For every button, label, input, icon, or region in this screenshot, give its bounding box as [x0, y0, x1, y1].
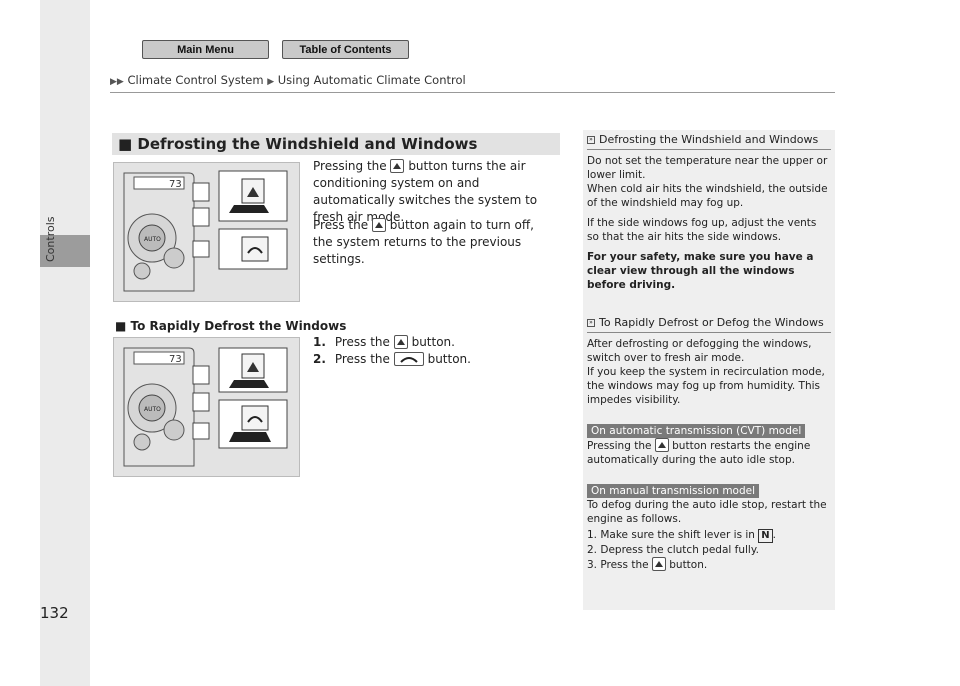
svg-text:AUTO: AUTO [144, 236, 161, 243]
note-title-text: To Rapidly Defrost or Defog the Windows [599, 316, 824, 329]
front-defrost-icon [651, 557, 666, 571]
subsection-title: ■ To Rapidly Defrost the Windows [115, 319, 347, 333]
climate-panel-illustration-2: 73 AUTO [113, 337, 300, 477]
note-text: Do not set the temperature near the uppe… [587, 155, 828, 181]
step-text: Press the [334, 352, 390, 366]
breadcrumb: ▶▶ Climate Control System ▶ Using Automa… [110, 73, 466, 87]
front-defrost-icon [390, 159, 405, 173]
step-number: 1. [313, 335, 326, 349]
note-title-defrost: » Defrosting the Windshield and Windows [587, 133, 831, 146]
note-text: button restarts the engine automatically… [587, 440, 811, 466]
climate-panel-drawing: 73 AUTO [114, 163, 299, 301]
note-title-text: Defrosting the Windshield and Windows [599, 133, 819, 146]
note-icon: » [587, 135, 595, 144]
page-number: 132 [40, 604, 69, 622]
note-text: 3. Press the [587, 559, 649, 571]
mt-step-3: 3. Press the button. [587, 557, 831, 572]
para-defrost-1: Pressing the button turns the air condit… [313, 158, 548, 226]
note-text: Pressing the [587, 440, 652, 452]
breadcrumb-link-climate[interactable]: Climate Control System [127, 73, 264, 87]
note-text: After defrosting or defogging the window… [587, 338, 812, 364]
step-text: button. [411, 335, 455, 349]
step-text: Press the [334, 335, 390, 349]
notes-column: » Defrosting the Windshield and Windows … [583, 130, 835, 610]
svg-text:73: 73 [169, 354, 182, 365]
climate-panel-illustration-1: 73 AUTO [113, 162, 300, 302]
chevron-right-icon: ▶▶ [110, 77, 124, 87]
chapter-tab-marker [40, 235, 90, 267]
model-badge-cvt: On automatic transmission (CVT) model [587, 424, 806, 438]
para-text: Press the [313, 218, 369, 232]
step-1: 1. Press the button. [313, 334, 455, 351]
note-text-cvt: Pressing the button restarts the engine … [587, 438, 831, 467]
step-number: 2. [313, 352, 326, 366]
note-icon: » [587, 318, 595, 327]
note-text: button. [669, 559, 708, 571]
para-text: button again to turn off, the system ret… [313, 218, 534, 266]
front-defrost-icon [371, 218, 386, 232]
para-text: Pressing the [313, 159, 387, 173]
neutral-key-icon: N [758, 529, 773, 543]
mt-step-1: 1. Make sure the shift lever is in N. [587, 528, 831, 543]
note-text: When cold air hits the windshield, the o… [587, 183, 828, 209]
note-text: To defog during the auto idle stop, rest… [587, 499, 827, 525]
chevron-right-icon: ▶ [267, 77, 275, 87]
mt-step-2: 2. Depress the clutch pedal fully. [587, 544, 759, 556]
table-of-contents-button[interactable]: Table of Contents [282, 40, 409, 59]
recirculation-icon [393, 352, 424, 366]
note-text: If the side windows fog up, adjust the v… [587, 217, 817, 243]
para-defrost-2: Press the button again to turn off, the … [313, 217, 548, 268]
svg-text:AUTO: AUTO [144, 406, 161, 413]
front-defrost-icon [393, 335, 408, 349]
step-2: 2. Press the button. [313, 351, 471, 368]
note-text: If you keep the system in recirculation … [587, 366, 825, 406]
model-badge-mt: On manual transmission model [587, 484, 760, 498]
note-divider [587, 149, 831, 150]
svg-text:73: 73 [169, 179, 182, 190]
climate-panel-drawing: 73 AUTO [114, 338, 299, 476]
note-text: . [772, 529, 777, 541]
note-divider [587, 332, 831, 333]
note-text: 1. Make sure the shift lever is in [587, 529, 755, 541]
front-defrost-icon [654, 438, 669, 452]
note-warning: For your safety, make sure you have a cl… [587, 251, 814, 291]
chapter-label: Controls [44, 216, 57, 263]
note-title-rapid: » To Rapidly Defrost or Defog the Window… [587, 316, 831, 329]
chapter-tab: Controls 132 [0, 0, 90, 686]
main-menu-button[interactable]: Main Menu [142, 40, 269, 59]
chapter-tab-shade [40, 0, 90, 686]
section-title: ■ Defrosting the Windshield and Windows [112, 133, 560, 155]
header-divider [110, 92, 835, 93]
breadcrumb-current: Using Automatic Climate Control [277, 73, 466, 87]
para-text: button turns the air conditioning system… [313, 159, 538, 224]
step-text: button. [427, 352, 471, 366]
